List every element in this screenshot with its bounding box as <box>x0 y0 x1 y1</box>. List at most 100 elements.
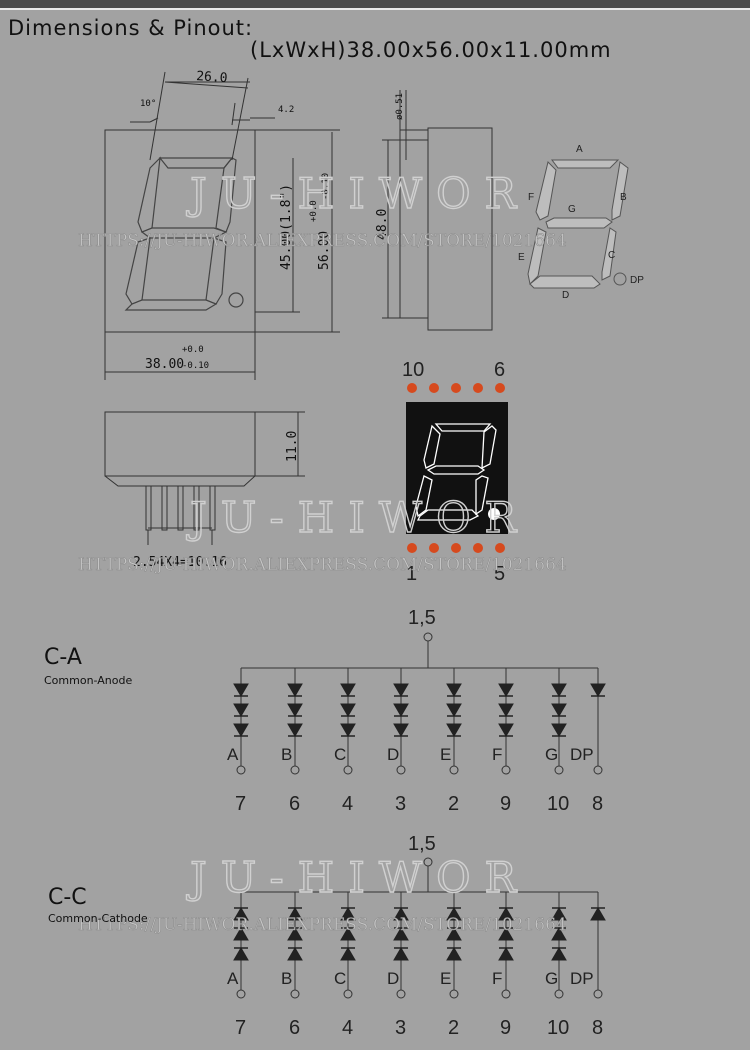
common-cathode-circuit <box>233 857 606 999</box>
common_anode-diode-1-1 <box>287 703 303 717</box>
common_anode-seg-label-0: A <box>227 745 239 764</box>
common_cathode-pin-terminal-5 <box>501 989 511 999</box>
cc-subtitle: Common-Cathode <box>48 912 148 925</box>
common_anode-seg-label-2: C <box>334 745 346 764</box>
common_anode-diode-5-2 <box>498 723 514 737</box>
page-title: Dimensions & Pinout: <box>8 16 254 40</box>
ca-subtitle: Common-Anode <box>44 674 133 687</box>
common_cathode-diode-3-1 <box>393 927 409 941</box>
dim-48: 48.0 <box>375 209 390 240</box>
dim-26: 26.0 <box>196 69 228 86</box>
common_cathode-diode-3-0 <box>393 907 409 921</box>
pin-label-1: 1 <box>406 563 417 585</box>
common_anode-diode-2-0 <box>340 683 356 697</box>
common_anode-diode-3-0 <box>393 683 409 697</box>
common_anode-pin-terminal-0 <box>236 765 246 775</box>
seg-label-g: G <box>568 204 576 215</box>
cc-title: C-C <box>48 885 87 910</box>
common_anode-seg-label-6: G <box>545 745 558 764</box>
segment-diagram <box>527 159 629 289</box>
common_cathode-diode-1-0 <box>287 907 303 921</box>
common_anode-pin-number-3: 3 <box>395 793 406 815</box>
dim-45: 45.00(1.8") <box>279 184 294 270</box>
common_cathode-diode-4-1 <box>446 927 462 941</box>
seg-label-b: B <box>620 192 627 203</box>
common_cathode-pin-terminal-2 <box>343 989 353 999</box>
common_cathode-seg-label-4: E <box>440 969 451 988</box>
display-dp <box>488 508 500 520</box>
pin-label-10: 10 <box>402 359 424 381</box>
top-divider <box>0 8 750 10</box>
common_anode-column-d <box>393 668 409 775</box>
watermarks: JU-HIWOR HTTPS://JU-HIWOR.ALIEXPRESS.COM… <box>78 168 567 935</box>
common_anode-seg-label-4: E <box>440 745 451 764</box>
common_cathode-pin-number-0: 7 <box>235 1017 246 1039</box>
common_cathode-diode-5-1 <box>498 927 514 941</box>
common_anode-diode-3-2 <box>393 723 409 737</box>
common_cathode-diode-2-2 <box>340 947 356 961</box>
common_anode-diode-0-2 <box>233 723 249 737</box>
common_anode-seg-label-7: DP <box>570 745 594 764</box>
common_anode-diode-5-1 <box>498 703 514 717</box>
common_cathode-diode-6-1 <box>551 927 567 941</box>
common_cathode-diode-4-2 <box>446 947 462 961</box>
common_cathode-column-g <box>551 892 567 999</box>
ca-title: C-A <box>44 645 82 670</box>
common_anode-pin-number-5: 9 <box>500 793 511 815</box>
dim-56-tol-plus: +0.0 <box>309 200 319 222</box>
common_cathode-column-dp <box>590 892 606 999</box>
side-view <box>382 90 493 331</box>
dim-56-tol-minus: -0.10 <box>321 173 331 200</box>
common_cathode-diode-5-2 <box>498 947 514 961</box>
front-outline <box>104 129 256 333</box>
common_anode-diode-6-0 <box>551 683 567 697</box>
seg-label-a: A <box>576 144 583 155</box>
common_anode-diode-3-1 <box>393 703 409 717</box>
common_cathode-pin-terminal-0 <box>236 989 246 999</box>
common-anode-circuit <box>233 632 606 775</box>
common_cathode-column-c <box>340 892 356 999</box>
seg-label-d: D <box>562 290 569 301</box>
dim-56: 56.00 <box>317 231 332 270</box>
common_anode-diode-4-2 <box>446 723 462 737</box>
common_cathode-diode-0-0 <box>233 907 249 921</box>
common_cathode-diode-2-0 <box>340 907 356 921</box>
common_anode-diode-2-1 <box>340 703 356 717</box>
common_cathode-diode-1-1 <box>287 927 303 941</box>
common_cathode-diode-6-2 <box>551 947 567 961</box>
common_cathode-diode-4-0 <box>446 907 462 921</box>
common_cathode-pin-number-5: 9 <box>500 1017 511 1039</box>
front-digit-outline <box>124 156 244 311</box>
watermark-url-3: HTTPS://JU-HIWOR.ALIEXPRESS.COM/STORE/10… <box>78 915 567 935</box>
common_cathode-pin-number-7: 8 <box>592 1017 603 1039</box>
front-view <box>104 71 340 380</box>
common_cathode-diode-6-0 <box>551 907 567 921</box>
seg-label-c: C <box>608 250 615 261</box>
cc-common-pins: 1,5 <box>408 833 436 855</box>
common_anode-diode-6-1 <box>551 703 567 717</box>
common_anode-pin-terminal-4 <box>449 765 459 775</box>
common_cathode-diode-2-1 <box>340 927 356 941</box>
pin-label-5: 5 <box>494 563 505 585</box>
common_anode-column-b <box>287 668 303 775</box>
common_cathode-pin-terminal-4 <box>449 989 459 999</box>
common_anode-column-a <box>233 668 249 775</box>
dim-pin: ø0.51 <box>395 93 405 120</box>
seg-label-e: E <box>518 252 525 263</box>
common_anode-diode-4-0 <box>446 683 462 697</box>
common_cathode-pin-number-1: 6 <box>289 1017 300 1039</box>
common_anode-pin-number-7: 8 <box>592 793 603 815</box>
common_cathode-seg-label-7: DP <box>570 969 594 988</box>
common_anode-pin-terminal-1 <box>290 765 300 775</box>
common_cathode-seg-label-2: C <box>334 969 346 988</box>
common_cathode-pin-terminal-6 <box>554 989 564 999</box>
common_anode-diode-1-0 <box>287 683 303 697</box>
common_anode-diode-2-2 <box>340 723 356 737</box>
common_anode-pin-number-4: 2 <box>448 793 459 815</box>
common_anode-pin-terminal-3 <box>396 765 406 775</box>
dim-10deg: 10° <box>140 99 156 109</box>
bottom-view <box>104 411 305 545</box>
segment-labels: A B C D E F G DP <box>518 144 644 301</box>
common_cathode-diode-5-0 <box>498 907 514 921</box>
